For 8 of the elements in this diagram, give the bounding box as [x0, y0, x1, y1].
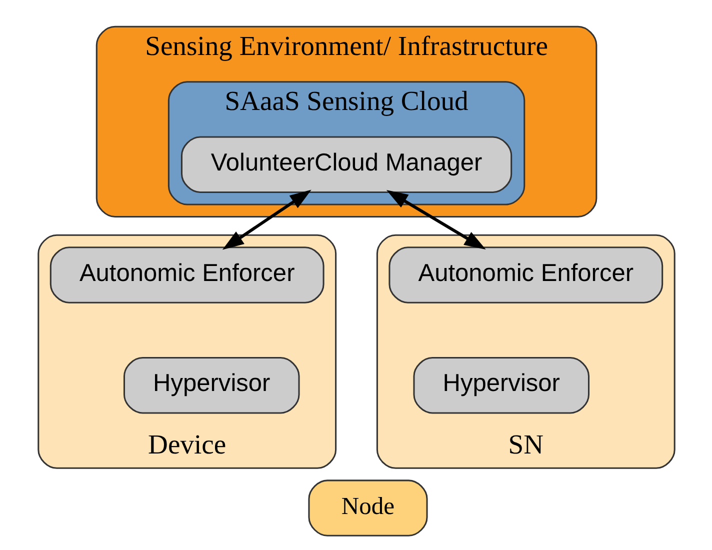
node-box: Hypervisor: [122, 357, 300, 414]
node-box: VolunteerCloud Manager: [180, 136, 512, 193]
arrow: [222, 190, 311, 250]
arrow: [386, 190, 486, 250]
node-box: Hypervisor: [412, 357, 590, 414]
node-box: Autonomic Enforcer: [49, 246, 324, 304]
node-box: Node: [308, 480, 428, 536]
node-box: Autonomic Enforcer: [388, 246, 663, 304]
